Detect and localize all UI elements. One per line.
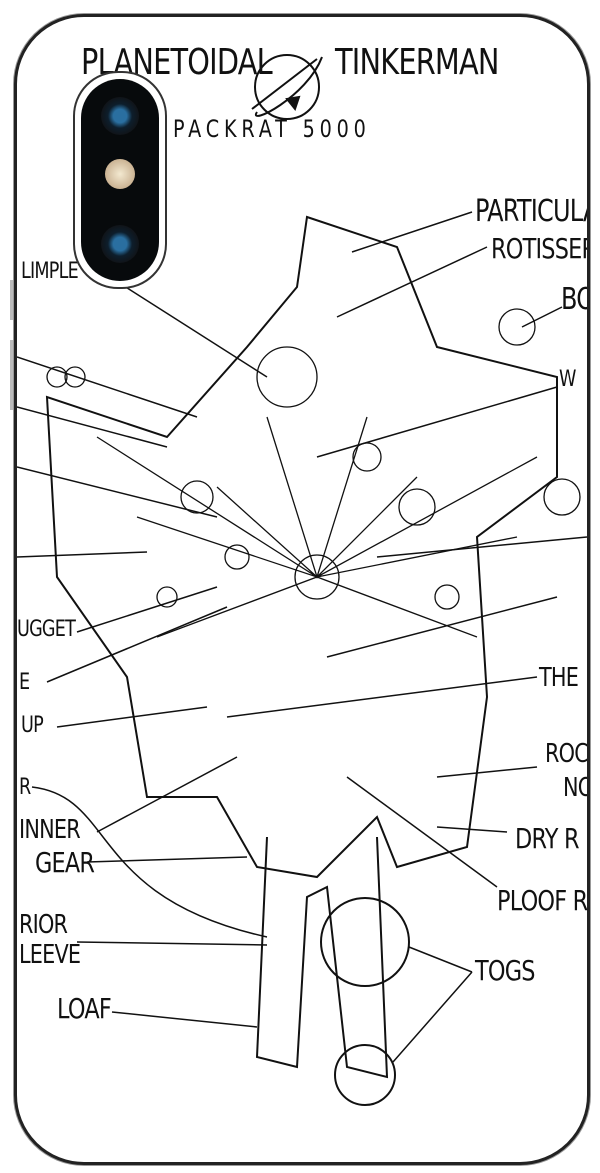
label-gear: GEAR: [35, 846, 95, 879]
label-nugget: UGGET: [17, 617, 76, 642]
label-ploof: PLOOF R: [497, 884, 588, 917]
camera-lens-icon: [101, 225, 139, 263]
label-loaf: LOAF: [57, 992, 112, 1025]
label-inner: INNER: [19, 815, 81, 845]
flash-icon: [105, 159, 135, 189]
subtitle: PACKRAT 5000: [173, 115, 371, 143]
label-particular: PARTICULAR: [475, 194, 587, 229]
camera-module: [73, 71, 167, 289]
label-r: R: [19, 775, 31, 800]
label-sleeve-2: LEEVE: [19, 940, 81, 970]
label-e: E: [19, 670, 30, 695]
tinkerman-illustration: [17, 54, 587, 1106]
camera-lens-icon: [101, 97, 139, 135]
label-rock: ROCK: [545, 739, 588, 769]
label-w: W: [559, 367, 576, 392]
label-dry: DRY R: [515, 822, 580, 855]
label-bo: BO: [561, 282, 587, 317]
phone-case: PLANETOIDAL TINKERMAN PACKRAT 5000 PARTI…: [14, 14, 590, 1165]
title-right: TINKERMAN: [335, 42, 499, 83]
label-rotisser: ROTISSER: [491, 232, 590, 265]
label-up: UP: [21, 713, 44, 738]
side-button: [10, 280, 14, 320]
label-rock-2: NO: [563, 773, 587, 803]
side-button: [10, 340, 14, 410]
label-sleeve: RIOR: [19, 910, 68, 940]
label-limple: LIMPLE: [21, 259, 79, 284]
label-the: THE: [539, 663, 579, 693]
label-togs: TOGS: [475, 954, 535, 987]
